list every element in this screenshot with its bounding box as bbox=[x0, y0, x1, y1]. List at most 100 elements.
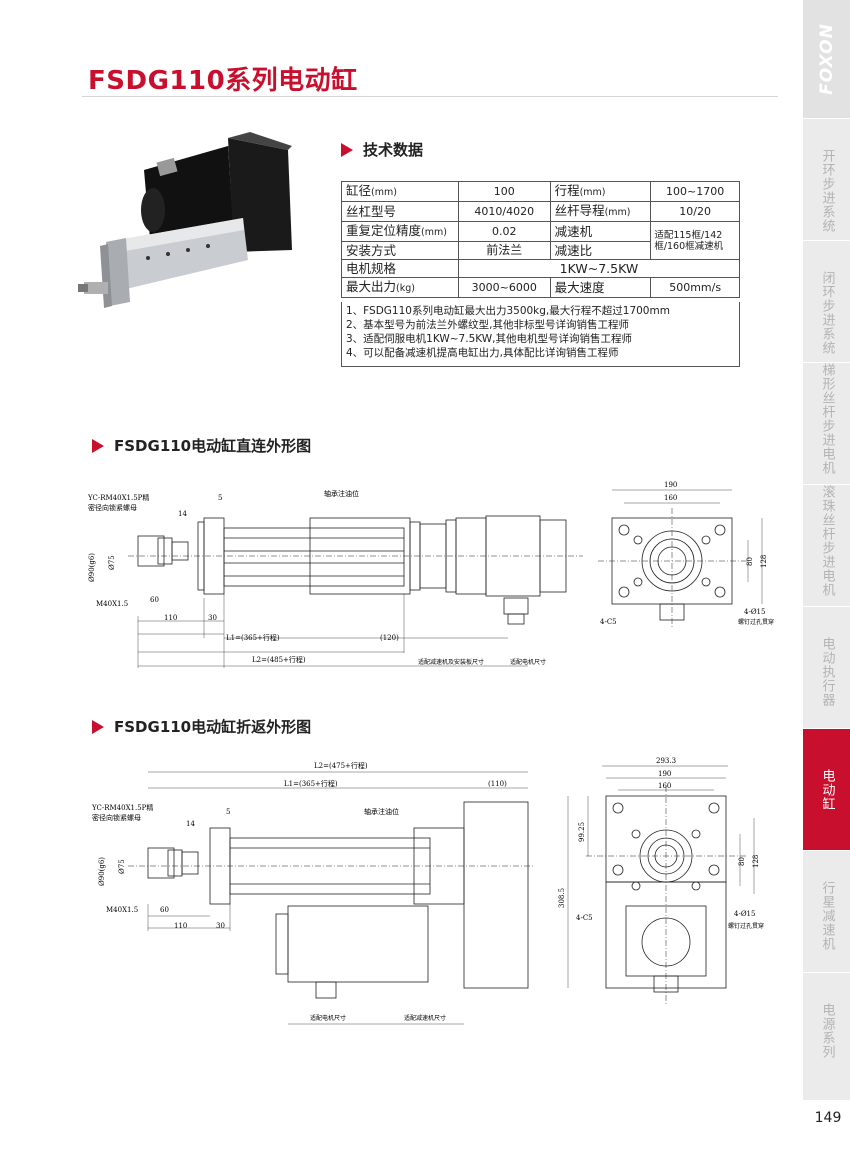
dim-label: Ø90(g6) bbox=[88, 553, 96, 582]
spec-notes: 1、FSDG110系列电动缸最大出力3500kg,最大行程不超过1700mm 2… bbox=[341, 302, 740, 367]
dim-label: YC-RM40X1.5P精 bbox=[88, 493, 149, 502]
sidebar-item-ball-screw-stepper[interactable]: 滚珠丝杆步进电机 bbox=[803, 484, 850, 606]
tech-data-heading-text: 技术数据 bbox=[363, 141, 424, 159]
sidebar-item-label: 电动执行器 bbox=[819, 637, 835, 707]
dim-label: 4-C5 bbox=[576, 914, 593, 922]
direct-side-view-drawing: YC-RM40X1.5P精 密径向锁紧螺母 5 14 轴承注油位 Ø90(g6)… bbox=[88, 489, 583, 668]
sidebar bbox=[803, 0, 850, 1100]
dim-label: 60 bbox=[160, 906, 169, 914]
table-row: 丝杠型号 4010/4020 丝杆导程(mm) 10/20 bbox=[341, 201, 740, 222]
dim-label: 128 bbox=[760, 555, 768, 568]
sidebar-item-label: 闭环步进系统 bbox=[819, 271, 835, 355]
dim-label: 4-Ø15 bbox=[734, 910, 755, 918]
product-image bbox=[78, 132, 292, 308]
dim-label: 适配减速机尺寸 bbox=[404, 1014, 446, 1022]
dim-label: 密径向锁紧螺母 bbox=[92, 813, 141, 822]
sidebar-item-open-loop-stepper[interactable]: 开环步进系统 bbox=[803, 118, 850, 240]
spec-value: 适配115框/142框/160框减速机 bbox=[650, 221, 740, 260]
dim-label: 80 bbox=[738, 857, 746, 866]
dim-label: 293.3 bbox=[656, 757, 676, 765]
sidebar-item-label: 电动缸 bbox=[819, 769, 835, 811]
dim-label: M40X1.5 bbox=[96, 600, 128, 608]
dim-label: L1=(365+行程) bbox=[284, 779, 338, 788]
spec-value: 0.02 bbox=[457, 221, 551, 242]
dim-label: 99.25 bbox=[578, 822, 586, 842]
sidebar-item-label: 滚珠丝杆步进电机 bbox=[819, 485, 835, 597]
direct-drawing-heading: FSDG110电动缸直连外形图 bbox=[92, 435, 311, 456]
spec-value: 500mm/s bbox=[650, 277, 740, 298]
sidebar-item-trapezoidal-screw-stepper[interactable]: 梯形丝杆步进电机 bbox=[803, 362, 850, 484]
dim-label: L1=(365+行程) bbox=[226, 633, 280, 642]
sidebar-item-label: 行星减速机 bbox=[819, 881, 835, 951]
dim-label: 4-C5 bbox=[600, 618, 617, 626]
dim-label: 螺钉过孔贯穿 bbox=[728, 922, 764, 930]
triangle-bullet-icon bbox=[92, 719, 104, 734]
spec-label: 丝杆导程(mm) bbox=[549, 201, 652, 222]
dim-label: 30 bbox=[216, 922, 225, 930]
dim-label: 轴承注油位 bbox=[324, 489, 359, 498]
dim-label: Ø90(g6) bbox=[98, 857, 106, 886]
page-title: FSDG110系列电动缸 bbox=[88, 66, 358, 96]
dim-label: 14 bbox=[178, 510, 187, 518]
dim-label: 190 bbox=[658, 770, 671, 778]
sidebar-item-electric-actuator[interactable]: 电动执行器 bbox=[803, 606, 850, 728]
sidebar-item-closed-loop-stepper[interactable]: 闭环步进系统 bbox=[803, 240, 850, 362]
page-number: 149 bbox=[814, 1110, 842, 1126]
brand-logo: FOXON bbox=[803, 0, 850, 118]
direct-end-view-drawing: 190 160 80 128 4-C5 4-Ø15 螺钉过孔贯穿 bbox=[598, 481, 774, 628]
title-divider bbox=[82, 96, 778, 97]
sidebar-item-label: 电源系列 bbox=[819, 1003, 835, 1059]
spec-label: 减速机 bbox=[549, 221, 652, 242]
spec-value: 100~1700 bbox=[650, 181, 740, 202]
dim-label: 5 bbox=[226, 808, 230, 816]
spec-value: 3000~6000 bbox=[457, 277, 551, 298]
note-line: 4、可以配备减速机提高电缸出力,具体配比详询销售工程师 bbox=[346, 347, 619, 359]
note-line: 3、适配伺服电机1KW~7.5KW,其他电机型号详询销售工程师 bbox=[346, 333, 632, 345]
dim-label: 160 bbox=[658, 782, 671, 790]
tech-data-heading: 技术数据 bbox=[341, 139, 423, 160]
dim-label: 308.5 bbox=[558, 888, 566, 908]
spec-label: 最大出力(kg) bbox=[341, 277, 459, 298]
spec-label: 缸径(mm) bbox=[341, 181, 459, 202]
spec-value: 前法兰 bbox=[457, 241, 551, 260]
dim-label: (110) bbox=[488, 780, 507, 788]
triangle-bullet-icon bbox=[92, 438, 104, 453]
dim-label: 160 bbox=[664, 494, 677, 502]
folded-side-view-drawing: L2=(475+行程) L1=(365+行程) (110) YC-RM40X1.… bbox=[91, 761, 533, 1025]
dim-label: (120) bbox=[380, 634, 399, 642]
dim-label: 190 bbox=[664, 481, 677, 489]
spec-value: 1KW~7.5KW bbox=[457, 259, 741, 278]
spec-value: 4010/4020 bbox=[457, 201, 551, 222]
spec-label: 电机规格 bbox=[341, 259, 459, 278]
sidebar-item-power-supply[interactable]: 电源系列 bbox=[803, 972, 850, 1100]
folded-drawing-heading: FSDG110电动缸折返外形图 bbox=[92, 716, 311, 737]
table-row: 电机规格 1KW~7.5KW bbox=[341, 259, 741, 278]
folded-drawing-heading-text: FSDG110电动缸折返外形图 bbox=[114, 718, 312, 736]
dim-label: 轴承注油位 bbox=[364, 807, 399, 816]
sidebar-item-label: 梯形丝杆步进电机 bbox=[819, 363, 835, 475]
spec-value: 10/20 bbox=[650, 201, 740, 222]
spec-value: 100 bbox=[457, 181, 551, 202]
spec-label: 行程(mm) bbox=[549, 181, 652, 202]
sidebar-item-planetary-reducer[interactable]: 行星减速机 bbox=[803, 850, 850, 972]
folded-end-view-drawing: 293.3 190 160 99.25 80 128 308.5 4-C5 4-… bbox=[558, 757, 764, 1006]
dim-label: 适配减速机及安装板尺寸 bbox=[418, 658, 484, 666]
dim-label: 5 bbox=[218, 494, 222, 502]
spec-label: 重复定位精度(mm) bbox=[341, 221, 459, 242]
table-row: 最大出力(kg) 3000~6000 最大速度 500mm/s bbox=[341, 277, 740, 298]
sidebar-item-label: 开环步进系统 bbox=[819, 149, 835, 233]
note-line: 1、FSDG110系列电动缸最大出力3500kg,最大行程不超过1700mm bbox=[346, 305, 670, 317]
dim-label: YC-RM40X1.5P精 bbox=[91, 803, 153, 812]
direct-drawing-heading-text: FSDG110电动缸直连外形图 bbox=[114, 437, 312, 455]
dim-label: L2=(475+行程) bbox=[314, 761, 368, 770]
dim-label: 110 bbox=[164, 614, 177, 622]
table-row: 重复定位精度(mm) 0.02 减速机 适配115框/142框/160框减速机 bbox=[341, 221, 740, 260]
spec-label: 安装方式 bbox=[341, 241, 459, 260]
dim-label: L2=(485+行程) bbox=[252, 655, 306, 664]
sidebar-item-electric-cylinder[interactable]: 电动缸 bbox=[803, 728, 850, 850]
triangle-bullet-icon bbox=[341, 142, 353, 157]
table-row: 缸径(mm) 100 行程(mm) 100~1700 bbox=[341, 181, 740, 202]
spec-label: 最大速度 bbox=[549, 277, 652, 298]
dim-label: Ø75 bbox=[118, 859, 126, 874]
dim-label: 适配电机尺寸 bbox=[310, 1014, 346, 1022]
